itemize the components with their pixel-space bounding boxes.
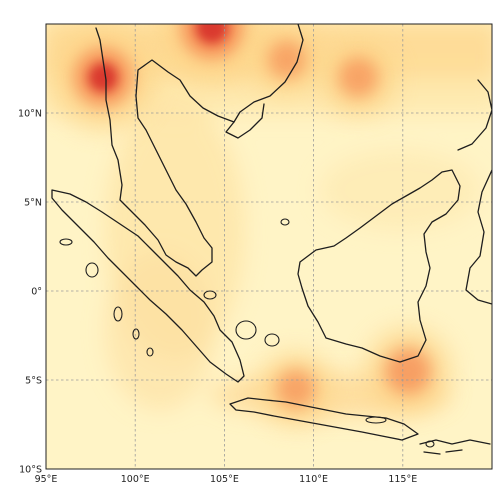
lon-tick-label: 115°E xyxy=(388,474,417,485)
lat-tick-label: 10°S xyxy=(19,465,42,476)
hotspot-south-china-sea-north-1 xyxy=(338,57,379,98)
island-bangka xyxy=(235,320,257,340)
coast-sumatra xyxy=(51,189,245,383)
island-1 xyxy=(59,238,73,246)
map-plot-area xyxy=(46,24,492,469)
island-natuna xyxy=(280,218,290,226)
lon-tick-labels: 95°E 100°E 105°E 110°E 115°E xyxy=(35,474,418,485)
coastlines xyxy=(51,24,492,455)
coast-java xyxy=(229,397,419,441)
hotspot-northern-indochina-2 xyxy=(195,24,228,44)
map-frame xyxy=(45,23,493,470)
coast-borneo xyxy=(297,169,461,363)
coast-east-edge xyxy=(457,79,492,151)
coast-sulawesi xyxy=(465,169,492,305)
lat-tick-label: 0° xyxy=(31,287,42,298)
island-madura xyxy=(365,416,387,424)
island-belitung xyxy=(264,333,280,347)
lon-tick-label: 105°E xyxy=(210,474,239,485)
coast-mekong xyxy=(225,103,265,139)
lat-tick-label: 10°N xyxy=(18,109,42,120)
hotspot-myanmar-coast-2 xyxy=(88,62,118,92)
hotspot-layer xyxy=(50,24,451,426)
field-band-borneo xyxy=(320,150,480,230)
lat-tick-labels: 10°N 5°N 0° 5°S 10°S xyxy=(18,109,42,476)
lat-tick-label: 5°N xyxy=(24,198,42,209)
lon-tick-label: 100°E xyxy=(121,474,150,485)
island-5 xyxy=(146,347,154,357)
island-riau xyxy=(203,290,217,300)
hotspot-bali-lombok-1 xyxy=(384,347,432,395)
coast-mainland xyxy=(95,24,304,277)
lon-tick-label: 95°E xyxy=(35,474,58,485)
island-3 xyxy=(113,306,123,322)
hotspot-gulf-of-thailand-north-1 xyxy=(267,40,306,79)
island-2 xyxy=(85,262,99,278)
lon-tick-label: 110°E xyxy=(299,474,328,485)
island-4 xyxy=(132,328,140,340)
field-band-sumatra xyxy=(105,250,215,410)
gridlines xyxy=(46,24,492,469)
hotspot-east-java-sea-1 xyxy=(276,369,316,409)
lat-tick-label: 5°S xyxy=(25,376,42,387)
island-bali xyxy=(425,440,435,448)
